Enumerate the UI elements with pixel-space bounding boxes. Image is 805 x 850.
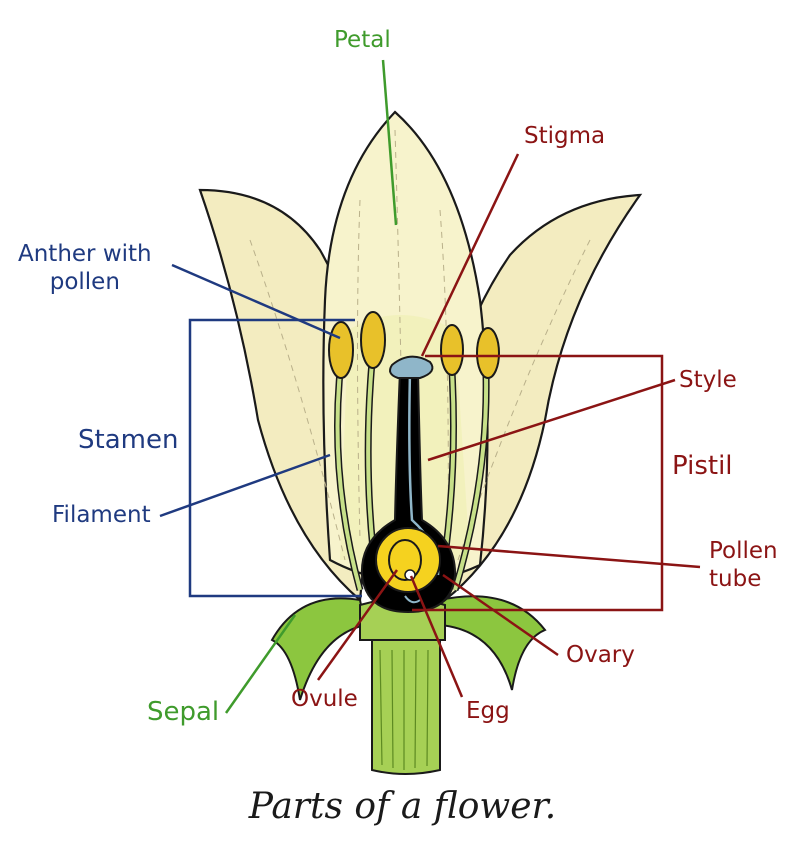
sepal-leader <box>224 614 297 714</box>
anther-label: Anther with pollen <box>18 241 152 295</box>
ovule-label: Ovule <box>291 686 358 712</box>
petal-label: Petal <box>334 27 391 53</box>
sepals <box>270 595 547 701</box>
ovary-label: Ovary <box>566 642 635 668</box>
ovule-leader <box>316 569 399 681</box>
style-label: Style <box>679 367 737 393</box>
stamen-bracket <box>188 318 362 598</box>
stamens <box>328 311 500 592</box>
style-leader <box>427 378 676 462</box>
sepal-label: Sepal <box>147 697 220 727</box>
egg-label: Egg <box>466 698 510 724</box>
leader-lines <box>159 59 701 714</box>
diagram-caption: Parts of a flower. <box>248 786 557 827</box>
pistil-bracket <box>412 354 664 612</box>
egg-leader <box>409 575 464 698</box>
pistil-label: Pistil <box>672 451 733 481</box>
petals <box>198 110 643 603</box>
anther-leader <box>171 263 341 340</box>
stem <box>371 639 441 775</box>
stamen-label: Stamen <box>78 425 179 455</box>
pollen-tube-label: Pollen tube <box>709 538 778 592</box>
filament-label: Filament <box>52 502 151 528</box>
stigma-label: Stigma <box>524 123 606 149</box>
filament-leader <box>159 453 331 518</box>
pollen-tube-leader <box>437 544 701 569</box>
ovary-leader <box>442 573 559 657</box>
petal-leader <box>381 59 398 226</box>
stigma-leader <box>420 153 520 357</box>
